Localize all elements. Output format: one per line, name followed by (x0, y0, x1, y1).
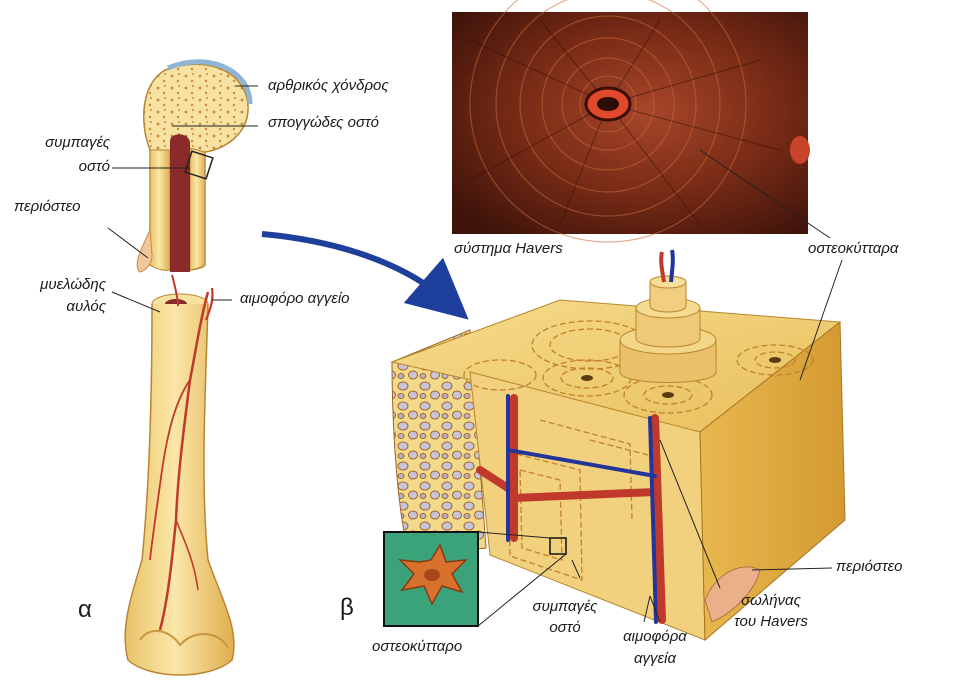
label-haversian-canal-line2: του Havers (716, 613, 826, 631)
panel-label-b: β (340, 594, 354, 622)
label-spongy-bone: σπογγώδες οστό (268, 114, 379, 132)
label-blood-vessel: αιμοφόρο αγγείο (240, 290, 350, 308)
label-osteocyte: οστεοκύτταρο (372, 638, 462, 656)
label-medullary-line1: μυελώδης (20, 276, 106, 294)
bone-shaft (125, 304, 234, 675)
long-bone-illustration (125, 62, 250, 675)
label-periosteum-right: περιόστεο (836, 558, 903, 576)
haversian-micrograph (452, 0, 810, 242)
medullary-cavity-upper (170, 134, 190, 272)
label-medullary-line2: αυλός (20, 298, 106, 316)
label-haversian-system: σύστημα Havers (454, 240, 563, 258)
panel-label-a: α (78, 596, 92, 624)
label-compact-bone-line2: οστό (20, 158, 110, 176)
osteocyte-inset (384, 532, 478, 626)
label-periosteum-left: περιόστεο (14, 198, 81, 216)
label-osteocytes: οστεοκύτταρα (808, 240, 898, 258)
label-articular-cartilage: αρθρικός χόνδρος (268, 77, 389, 95)
label-haversian-canal-line1: σωλήνας (716, 592, 826, 610)
label-blood-vessels-line1: αιμοφόρα (600, 628, 710, 646)
label-compact-bone-line1: συμπαγές (20, 134, 110, 152)
label-blood-vessels-line2: αγγεία (600, 650, 710, 668)
label-compact-bone-b-line1: συμπαγές (510, 598, 620, 616)
